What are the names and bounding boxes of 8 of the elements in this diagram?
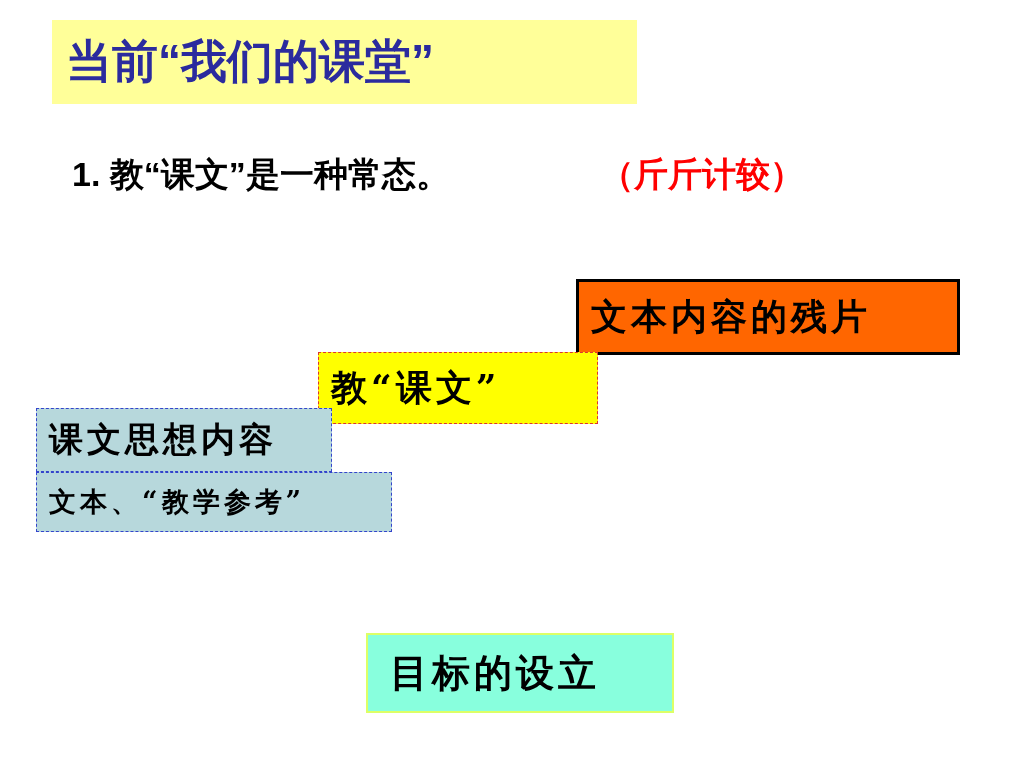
text-box: 文本、“教学参考”: [36, 472, 392, 532]
text-box: 教“课文”: [318, 352, 598, 424]
note-text: （斤斤计较）: [600, 154, 804, 195]
slide-title: 当前“我们的课堂”: [52, 20, 637, 104]
text-box: 文本内容的残片: [576, 279, 960, 355]
text-box: 目标的设立: [366, 633, 674, 713]
bullet-text: 1. 教“课文”是一种常态。: [72, 154, 450, 195]
text-box: 课文思想内容: [36, 408, 332, 472]
